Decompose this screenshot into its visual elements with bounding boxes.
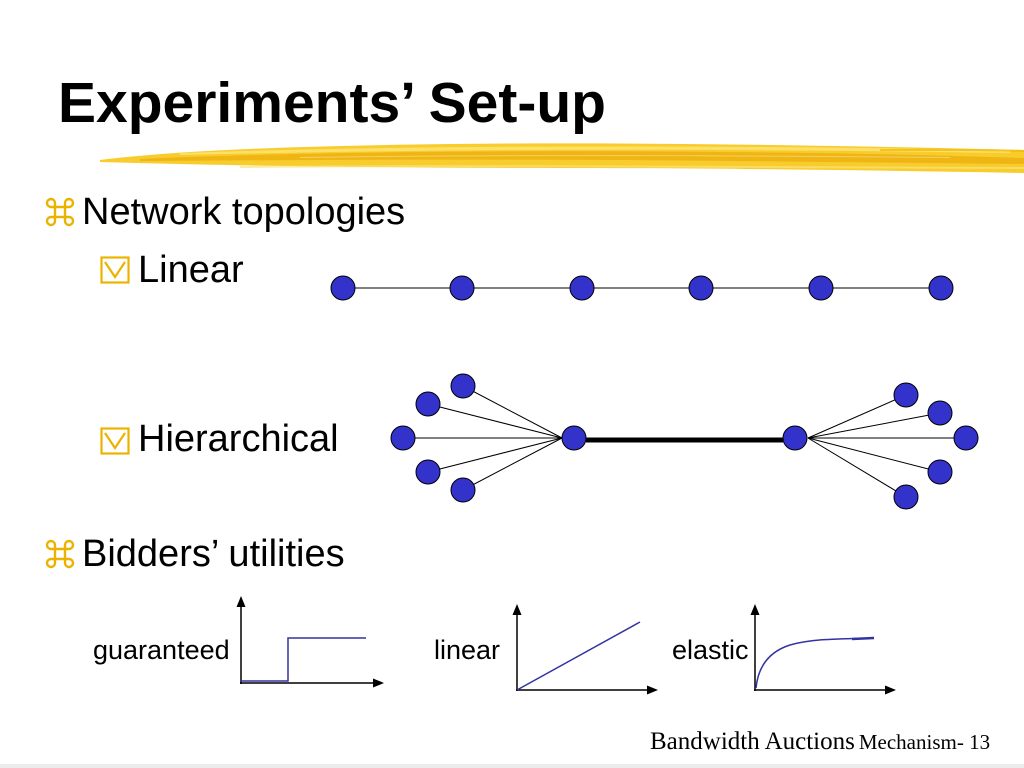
left-leaf-link (462, 437, 563, 491)
brush-edge-streak (880, 148, 1024, 152)
bullet-bidders-utilities: Bidders’ utilities (82, 533, 345, 575)
utility-graph-guaranteed (236, 596, 384, 688)
x-axis-arrow-icon (647, 685, 658, 695)
x-axis-arrow-icon (373, 678, 384, 688)
left-leaf-link (427, 437, 563, 473)
utility-label-linear: linear (434, 635, 501, 665)
y-axis-arrow-icon (236, 596, 246, 607)
linear-utility-curve (516, 621, 641, 691)
brush-lower-streak (240, 165, 1024, 169)
right-leaf-node (927, 459, 953, 485)
linear-node (808, 275, 834, 301)
slide-bottom-edge (0, 764, 1024, 768)
linear-topology-diagram (330, 275, 954, 301)
left-leaf-node (415, 391, 441, 417)
footer-title: Bandwidth Auctions (650, 728, 855, 755)
elastic-curve-tail (851, 636, 875, 641)
title-underline-brush (100, 143, 1024, 173)
footer-page-number: Mechanism- 13 (858, 730, 991, 754)
boxed-chevron-bullet-icon (100, 427, 130, 455)
step-utility-curve (241, 637, 366, 682)
left-leaf-node (450, 477, 476, 503)
utility-label-guaranteed: guaranteed (93, 635, 230, 665)
brush-gap-streak (300, 155, 950, 158)
linear-node (928, 275, 954, 301)
right-leaf-link (807, 437, 941, 473)
sub-bullet-hierarchical: Hierarchical (138, 418, 339, 460)
left-leaf-link (427, 403, 563, 439)
right-hub-node (782, 425, 808, 451)
right-leaf-link (807, 437, 907, 498)
utility-graph-linear (512, 604, 658, 695)
y-axis-arrow-icon (512, 604, 522, 615)
brush-dark-streak (140, 151, 1024, 164)
brush-light-streak (180, 146, 1010, 155)
right-leaf-node (953, 425, 979, 451)
bullet-network-topologies: Network topologies (82, 191, 406, 233)
sub-bullet-linear: Linear (138, 249, 244, 291)
left-leaf-node (390, 425, 416, 451)
right-leaf-link (807, 412, 941, 439)
right-leaf-node (893, 484, 919, 510)
utility-label-elastic: elastic (672, 635, 749, 665)
linear-node (569, 275, 595, 301)
right-leaf-node (927, 400, 953, 426)
utility-graph-elastic (750, 604, 896, 695)
right-leaf-node (893, 382, 919, 408)
left-leaf-node (415, 459, 441, 485)
command-bullet-icon (45, 197, 75, 227)
linear-node (449, 275, 475, 301)
slide-footer: Bandwidth Auctions Mechanism- 13 (650, 727, 990, 760)
y-axis-arrow-icon (750, 604, 760, 615)
x-axis-arrow-icon (885, 685, 896, 695)
left-leaf-link (462, 385, 563, 439)
hierarchical-topology-diagram (390, 373, 979, 510)
right-leaf-link (807, 394, 907, 439)
left-leaf-node (450, 373, 476, 399)
linear-node (688, 275, 714, 301)
elastic-utility-curve (755, 637, 875, 689)
linear-node (330, 275, 356, 301)
slide-title: Experiments’ Set-up (58, 71, 606, 135)
command-bullet-icon (45, 539, 75, 569)
left-hub-node (561, 425, 587, 451)
boxed-chevron-bullet-icon (100, 256, 130, 284)
